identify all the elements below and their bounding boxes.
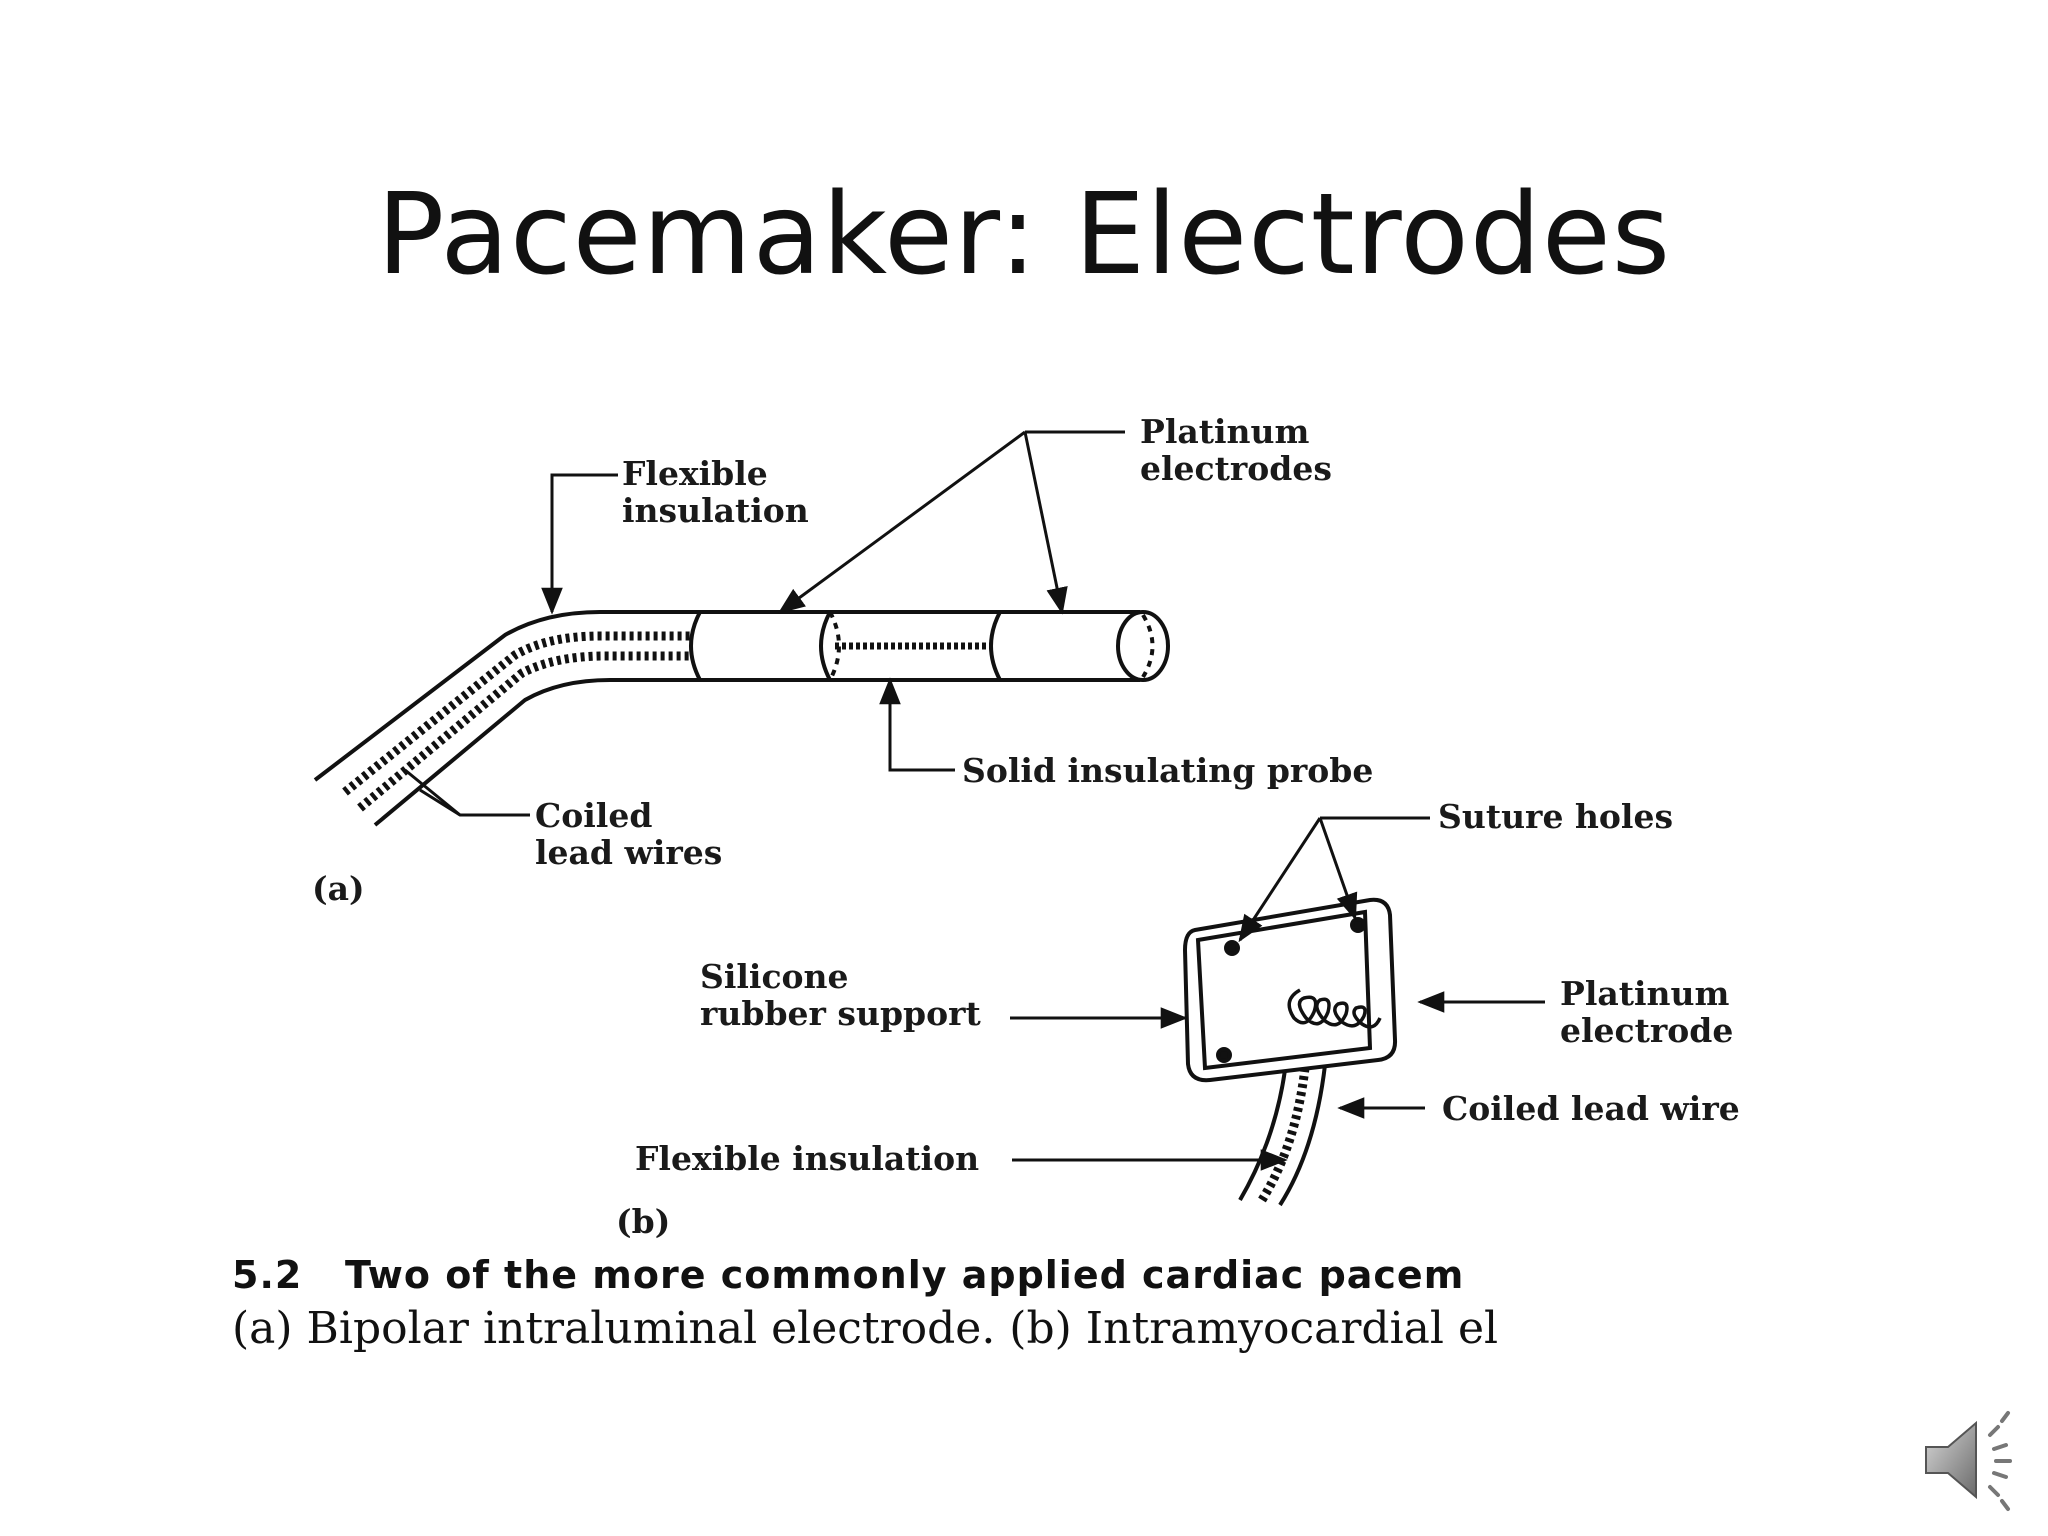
slide-title: Pacemaker: Electrodes [376,170,1672,300]
bipolar-lead [313,610,1170,827]
speaker-icon[interactable] [1918,1405,2028,1515]
label-platinum-electrode: Platinum electrode [1560,974,1734,1050]
intramyocardial-lead [1182,897,1398,1207]
label-solid-insulating-probe: Solid insulating probe [962,751,1374,790]
label-flexible-insulation-a: Flexible insulation [622,454,809,530]
leaders-b [1010,816,1545,1171]
leaders-a [404,430,1125,817]
panel-label-b: (b) [616,1202,671,1241]
label-coiled-lead-wires: Coiled lead wires [535,796,723,872]
label-flexible-insulation-b: Flexible insulation [635,1139,980,1178]
figure-caption-line1: 5.2 Two of the more commonly applied car… [232,1253,1465,1297]
figure-caption-line2: (a) Bipolar intraluminal electrode. (b) … [232,1303,1499,1354]
label-suture-holes: Suture holes [1438,797,1674,836]
label-platinum-electrodes: Platinum electrodes [1140,412,1332,488]
label-silicone-rubber-support: Silicone rubber support [700,957,981,1033]
panel-label-a: (a) [312,869,365,908]
label-coiled-lead-wire: Coiled lead wire [1442,1089,1740,1128]
